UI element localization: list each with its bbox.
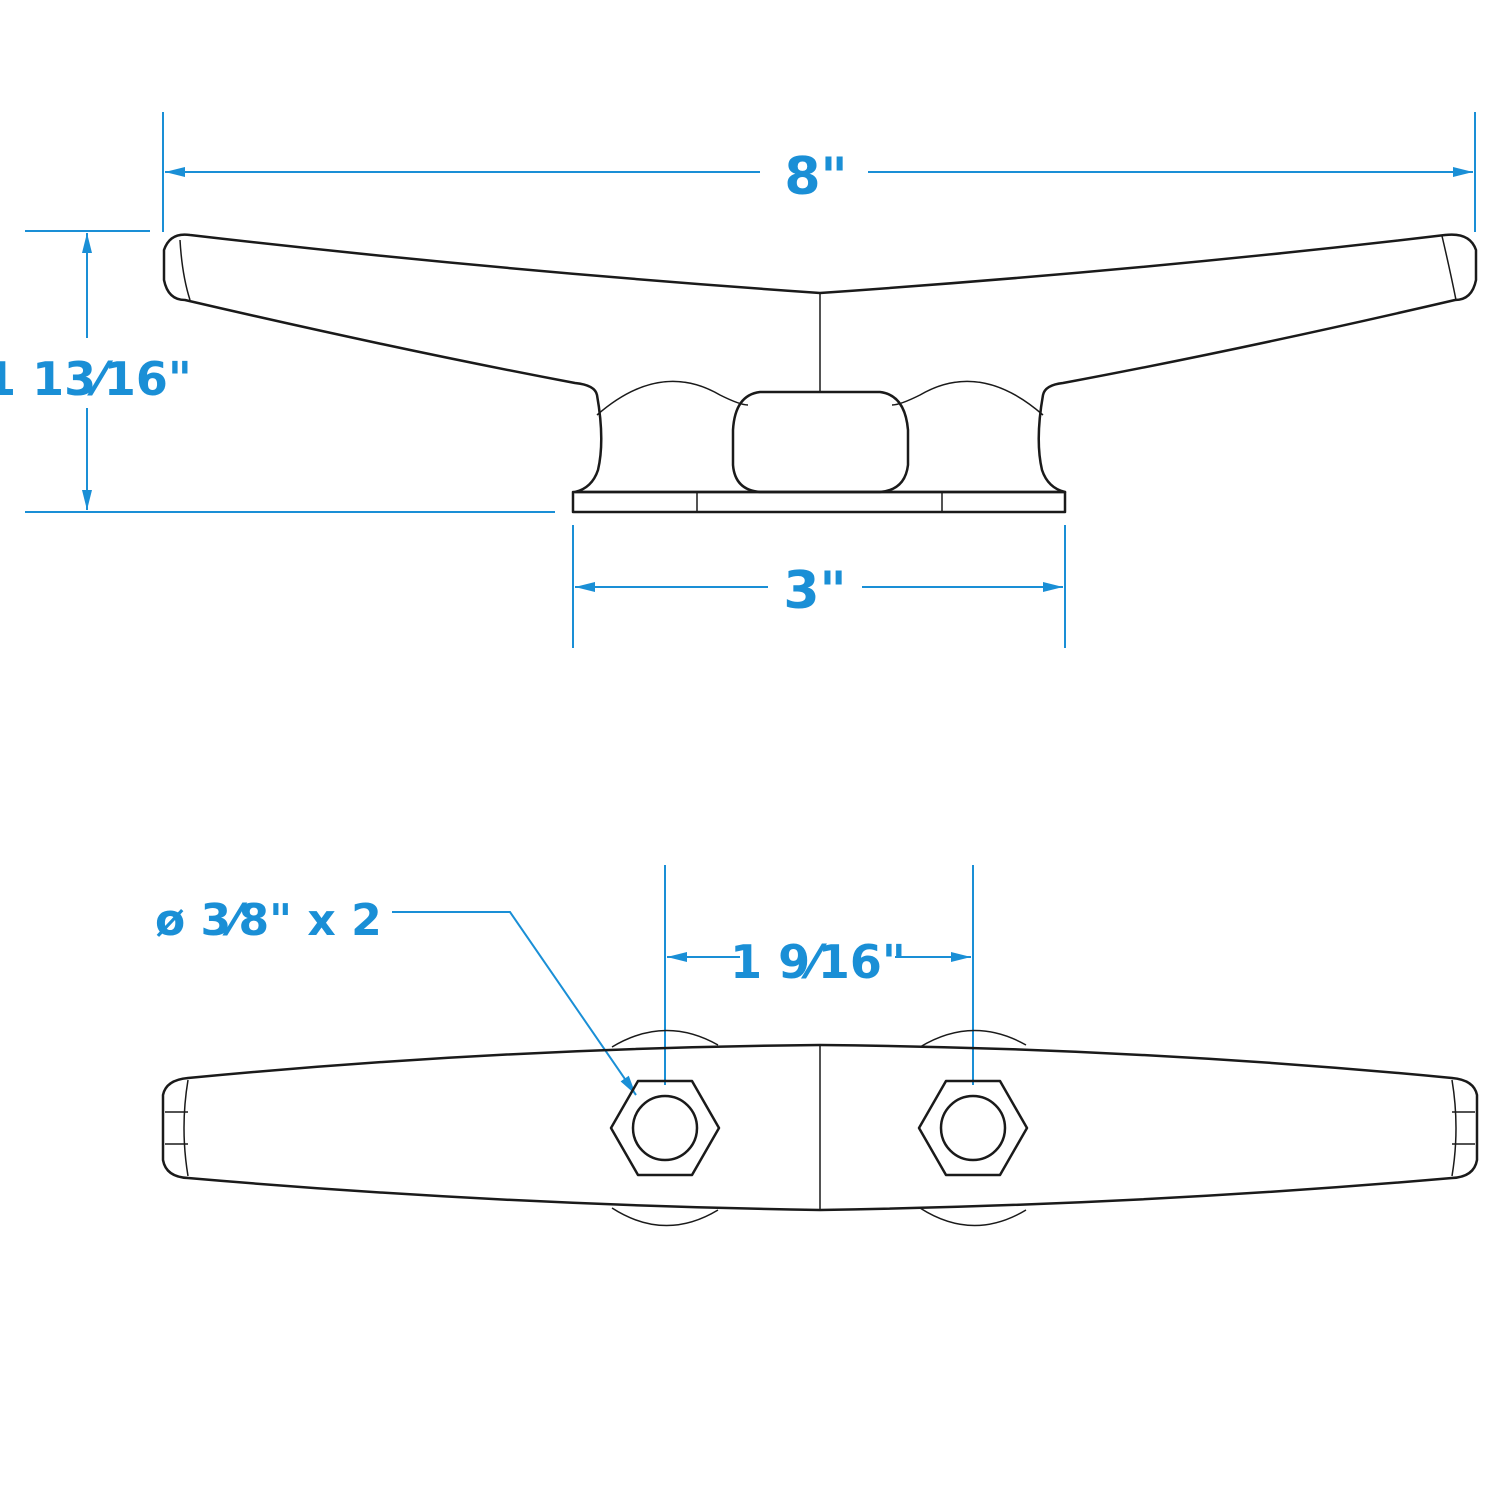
foot-arc bbox=[919, 1029, 1027, 1048]
dimension-height: 1 13⁄16" bbox=[0, 230, 555, 513]
hex-nut bbox=[609, 1079, 721, 1177]
dimension-hole-diameter: ø 3⁄8" x 2 bbox=[155, 895, 637, 1096]
dimension-base-length: 3" bbox=[572, 525, 1066, 648]
horn-tip-line bbox=[179, 239, 191, 301]
left-arch bbox=[596, 380, 749, 416]
horn-tip-line bbox=[183, 1079, 189, 1177]
bolt-hole bbox=[631, 1094, 699, 1162]
overall-length-label: 8" bbox=[784, 147, 847, 207]
cleat-body-outline bbox=[161, 1043, 1479, 1212]
bolt-hole bbox=[939, 1094, 1007, 1162]
height-label: 1 13⁄16" bbox=[0, 352, 192, 406]
leader-line bbox=[392, 911, 637, 1096]
right-arch bbox=[891, 380, 1044, 416]
cleat-bottom-view bbox=[161, 1029, 1479, 1227]
foot-arc bbox=[919, 1207, 1027, 1227]
foot-arc bbox=[611, 1029, 719, 1048]
horn-tip-line bbox=[1451, 1079, 1457, 1177]
base-length-label: 3" bbox=[783, 561, 846, 621]
center-block bbox=[731, 390, 910, 494]
dimension-hole-spacing: 1 9⁄16" bbox=[664, 865, 974, 1085]
hole-spacing-label: 1 9⁄16" bbox=[730, 935, 906, 989]
base-plate bbox=[571, 490, 1067, 514]
cleat-body-outline bbox=[162, 233, 1478, 494]
cleat-side-view bbox=[162, 233, 1478, 514]
dimension-overall-length: 8" bbox=[162, 112, 1476, 232]
horn-tip-detail bbox=[165, 1111, 1475, 1145]
horn-tip-line bbox=[1441, 235, 1457, 301]
hole-diameter-label: ø 3⁄8" x 2 bbox=[155, 895, 382, 946]
hex-nut bbox=[917, 1079, 1029, 1177]
foot-arc bbox=[611, 1207, 719, 1227]
